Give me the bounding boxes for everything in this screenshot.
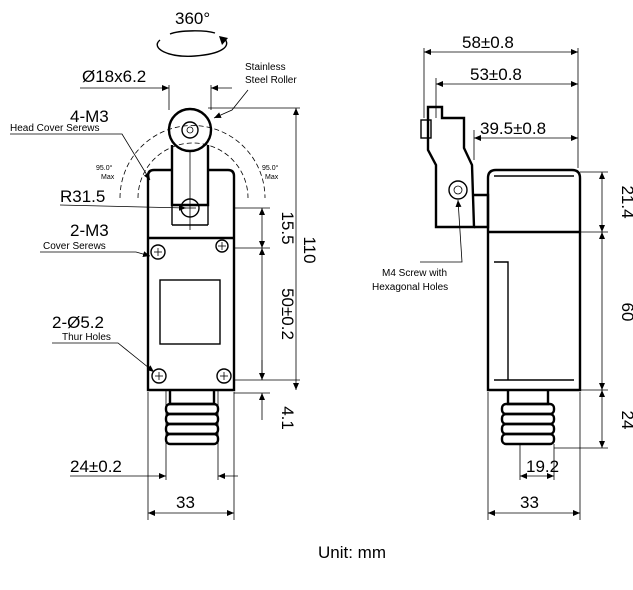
side-lever [426, 105, 476, 229]
screw-icon [150, 244, 166, 260]
roller-dimension: Ø18x6.2 [82, 67, 146, 86]
cover-screw-label: 2-M3 [70, 221, 109, 240]
roller [167, 107, 213, 153]
max-right-label: Max [265, 174, 279, 181]
max-left-degree: 95.0° [96, 164, 113, 172]
swing-arc-inner [137, 142, 249, 199]
dim-110: 110 [300, 236, 319, 263]
side-view [420, 48, 608, 520]
screw-icon [151, 368, 167, 384]
unit-label: Unit: mm [318, 543, 386, 562]
m4-label-line1: M4 Screw with [382, 268, 447, 279]
max-left-label: Max [101, 174, 115, 181]
screw-icon [216, 368, 232, 384]
roller-label-line1: Stainless [245, 62, 286, 73]
dim-60: 60 [618, 303, 633, 322]
dim-53: 53±0.8 [470, 65, 522, 84]
dim-15-5: 15.5 [278, 211, 297, 244]
rotation-arrow [156, 37, 228, 57]
dim-21-4: 21.4 [618, 185, 633, 218]
cable-gland [164, 390, 220, 446]
switch-body [146, 176, 236, 392]
m4-label-line2: Hexagonal Holes [372, 282, 448, 293]
head-screw-label: 4-M3 [70, 107, 109, 126]
dim-19-2: 19.2 [526, 457, 559, 476]
roller-label-line2: Steel Roller [245, 75, 297, 86]
swing-arc-outer [119, 125, 266, 199]
dim-50: 50±0.2 [278, 288, 297, 340]
hole-sublabel: Thur Holes [62, 332, 111, 343]
dim-33-front: 33 [176, 493, 195, 512]
radius-label: R31.5 [60, 187, 105, 206]
rotation-label: 360° [175, 9, 210, 28]
cover-screw-sublabel: Cover Serews [43, 241, 106, 252]
front-view [10, 30, 300, 520]
max-right-degree: 95.0° [262, 164, 279, 172]
dim-39-5: 39.5±0.8 [480, 119, 546, 138]
head-screw-sublabel: Head Cover Serews [10, 123, 99, 134]
hole-label: 2-Ø5.2 [52, 313, 104, 332]
m4-screw-icon [448, 180, 468, 200]
label-window [159, 279, 221, 345]
dim-58: 58±0.8 [462, 33, 514, 52]
side-cable-gland [500, 390, 556, 446]
dim-24-side: 24 [618, 411, 633, 430]
side-body [486, 168, 582, 392]
dim-4-1: 4.1 [278, 406, 297, 430]
dim-33-side: 33 [520, 493, 539, 512]
dim-24-front: 24±0.2 [70, 457, 122, 476]
screw-icon [215, 239, 229, 253]
